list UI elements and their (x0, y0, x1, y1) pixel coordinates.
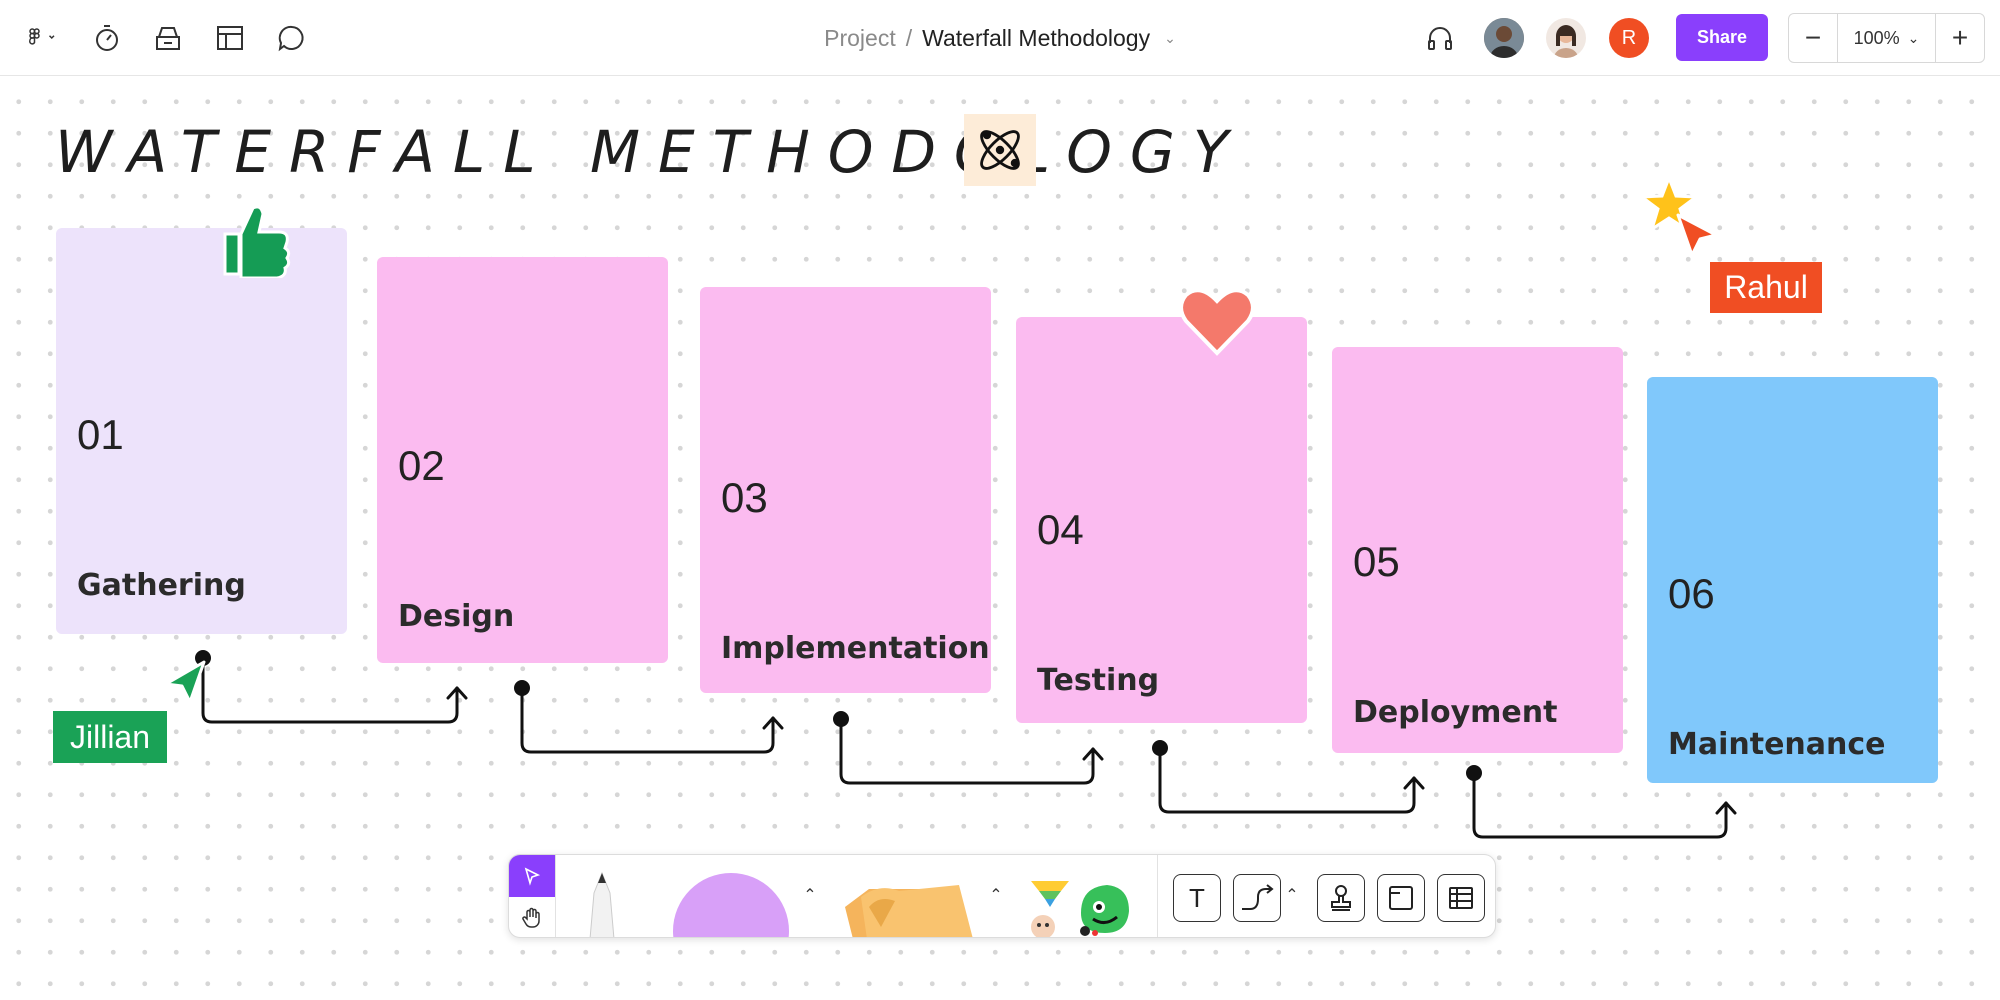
breadcrumb-separator: / (905, 24, 913, 51)
step-card-gathering[interactable]: 01 Gathering (56, 228, 347, 634)
avatar[interactable] (1546, 18, 1586, 58)
step-label: Gathering (77, 568, 246, 603)
breadcrumb: Project / Waterfall Methodology ⌄ (0, 0, 2000, 76)
step-card-implementation[interactable]: 03 Implementation (700, 287, 991, 693)
select-tool-icon[interactable] (509, 855, 555, 897)
collaborator-label-rahul: Rahul (1710, 262, 1822, 313)
stamp-tool-icon[interactable] (1317, 874, 1365, 922)
shape-tool-icon[interactable] (671, 871, 791, 937)
step-number: 06 (1668, 570, 1715, 617)
timer-icon[interactable] (87, 18, 127, 58)
heart-sticker-icon[interactable] (1178, 285, 1256, 362)
step-card-design[interactable]: 02 Design (377, 257, 668, 663)
step-card-testing[interactable]: 04 Testing (1016, 317, 1307, 723)
zoom-level-dropdown[interactable]: 100% ⌄ (1837, 14, 1936, 62)
zoom-in-button[interactable]: + (1951, 22, 1969, 53)
breadcrumb-project[interactable]: Project (824, 24, 896, 51)
zoom-control: − 100% ⌄ + (1788, 13, 1985, 63)
zoom-out-button[interactable]: − (1804, 22, 1822, 53)
step-label: Deployment (1353, 695, 1558, 730)
collaborator-label-jillian: Jillian (53, 711, 167, 763)
chevron-up-icon[interactable]: ⌃ (1285, 887, 1299, 904)
thumbs-up-sticker-icon[interactable] (219, 202, 293, 283)
step-number: 04 (1037, 506, 1084, 553)
cursor-pointer-icon (162, 658, 208, 709)
step-label: Maintenance (1668, 727, 1886, 762)
chevron-up-icon[interactable]: ⌃ (803, 887, 817, 904)
stamps-stickers-tool-icon[interactable] (1021, 877, 1133, 937)
hand-tool-icon[interactable] (509, 897, 555, 937)
text-tool-icon[interactable]: T (1173, 874, 1221, 922)
section-tool-icon[interactable] (1377, 874, 1425, 922)
chevron-up-icon[interactable]: ⌃ (989, 887, 1003, 904)
zoom-level: 100% (1853, 27, 1900, 48)
step-card-deployment[interactable]: 05 Deployment (1332, 347, 1623, 753)
chevron-down-icon: ⌄ (1907, 29, 1920, 46)
avatar[interactable] (1484, 18, 1524, 58)
step-number: 01 (77, 411, 124, 458)
avatar[interactable]: R (1609, 18, 1649, 58)
step-label: Design (398, 599, 515, 634)
atom-icon[interactable] (964, 114, 1036, 186)
table-tool-icon[interactable] (1437, 874, 1485, 922)
top-toolbar: Project / Waterfall Methodology ⌄ R Shar… (0, 0, 2000, 76)
chevron-down-icon[interactable]: ⌄ (1164, 29, 1176, 46)
step-number: 02 (398, 442, 445, 489)
figma-menu-icon[interactable] (16, 18, 68, 58)
step-label: Implementation (721, 631, 990, 666)
step-number: 05 (1353, 538, 1400, 585)
library-icon[interactable] (148, 18, 188, 58)
cursor-pointer-icon (1674, 211, 1720, 262)
headphones-icon[interactable] (1420, 18, 1460, 58)
connector-tool-icon[interactable] (1233, 874, 1281, 922)
layout-icon[interactable] (210, 18, 250, 58)
star-sticker-icon[interactable] (1637, 173, 1701, 237)
step-card-maintenance[interactable]: 06 Maintenance (1647, 377, 1938, 783)
step-label: Testing (1037, 663, 1160, 698)
share-button[interactable]: Share (1676, 14, 1768, 61)
pen-tool-icon[interactable] (579, 865, 625, 937)
step-number: 03 (721, 474, 768, 521)
sticky-note-tool-icon[interactable] (839, 867, 975, 937)
board-title[interactable]: WATERFALL METHODOLOGY (55, 118, 1247, 186)
comment-icon[interactable] (272, 18, 312, 58)
creation-toolbar: ⌃ ⌃ T ⌃ (508, 854, 1496, 938)
document-title[interactable]: Waterfall Methodology (922, 24, 1151, 51)
